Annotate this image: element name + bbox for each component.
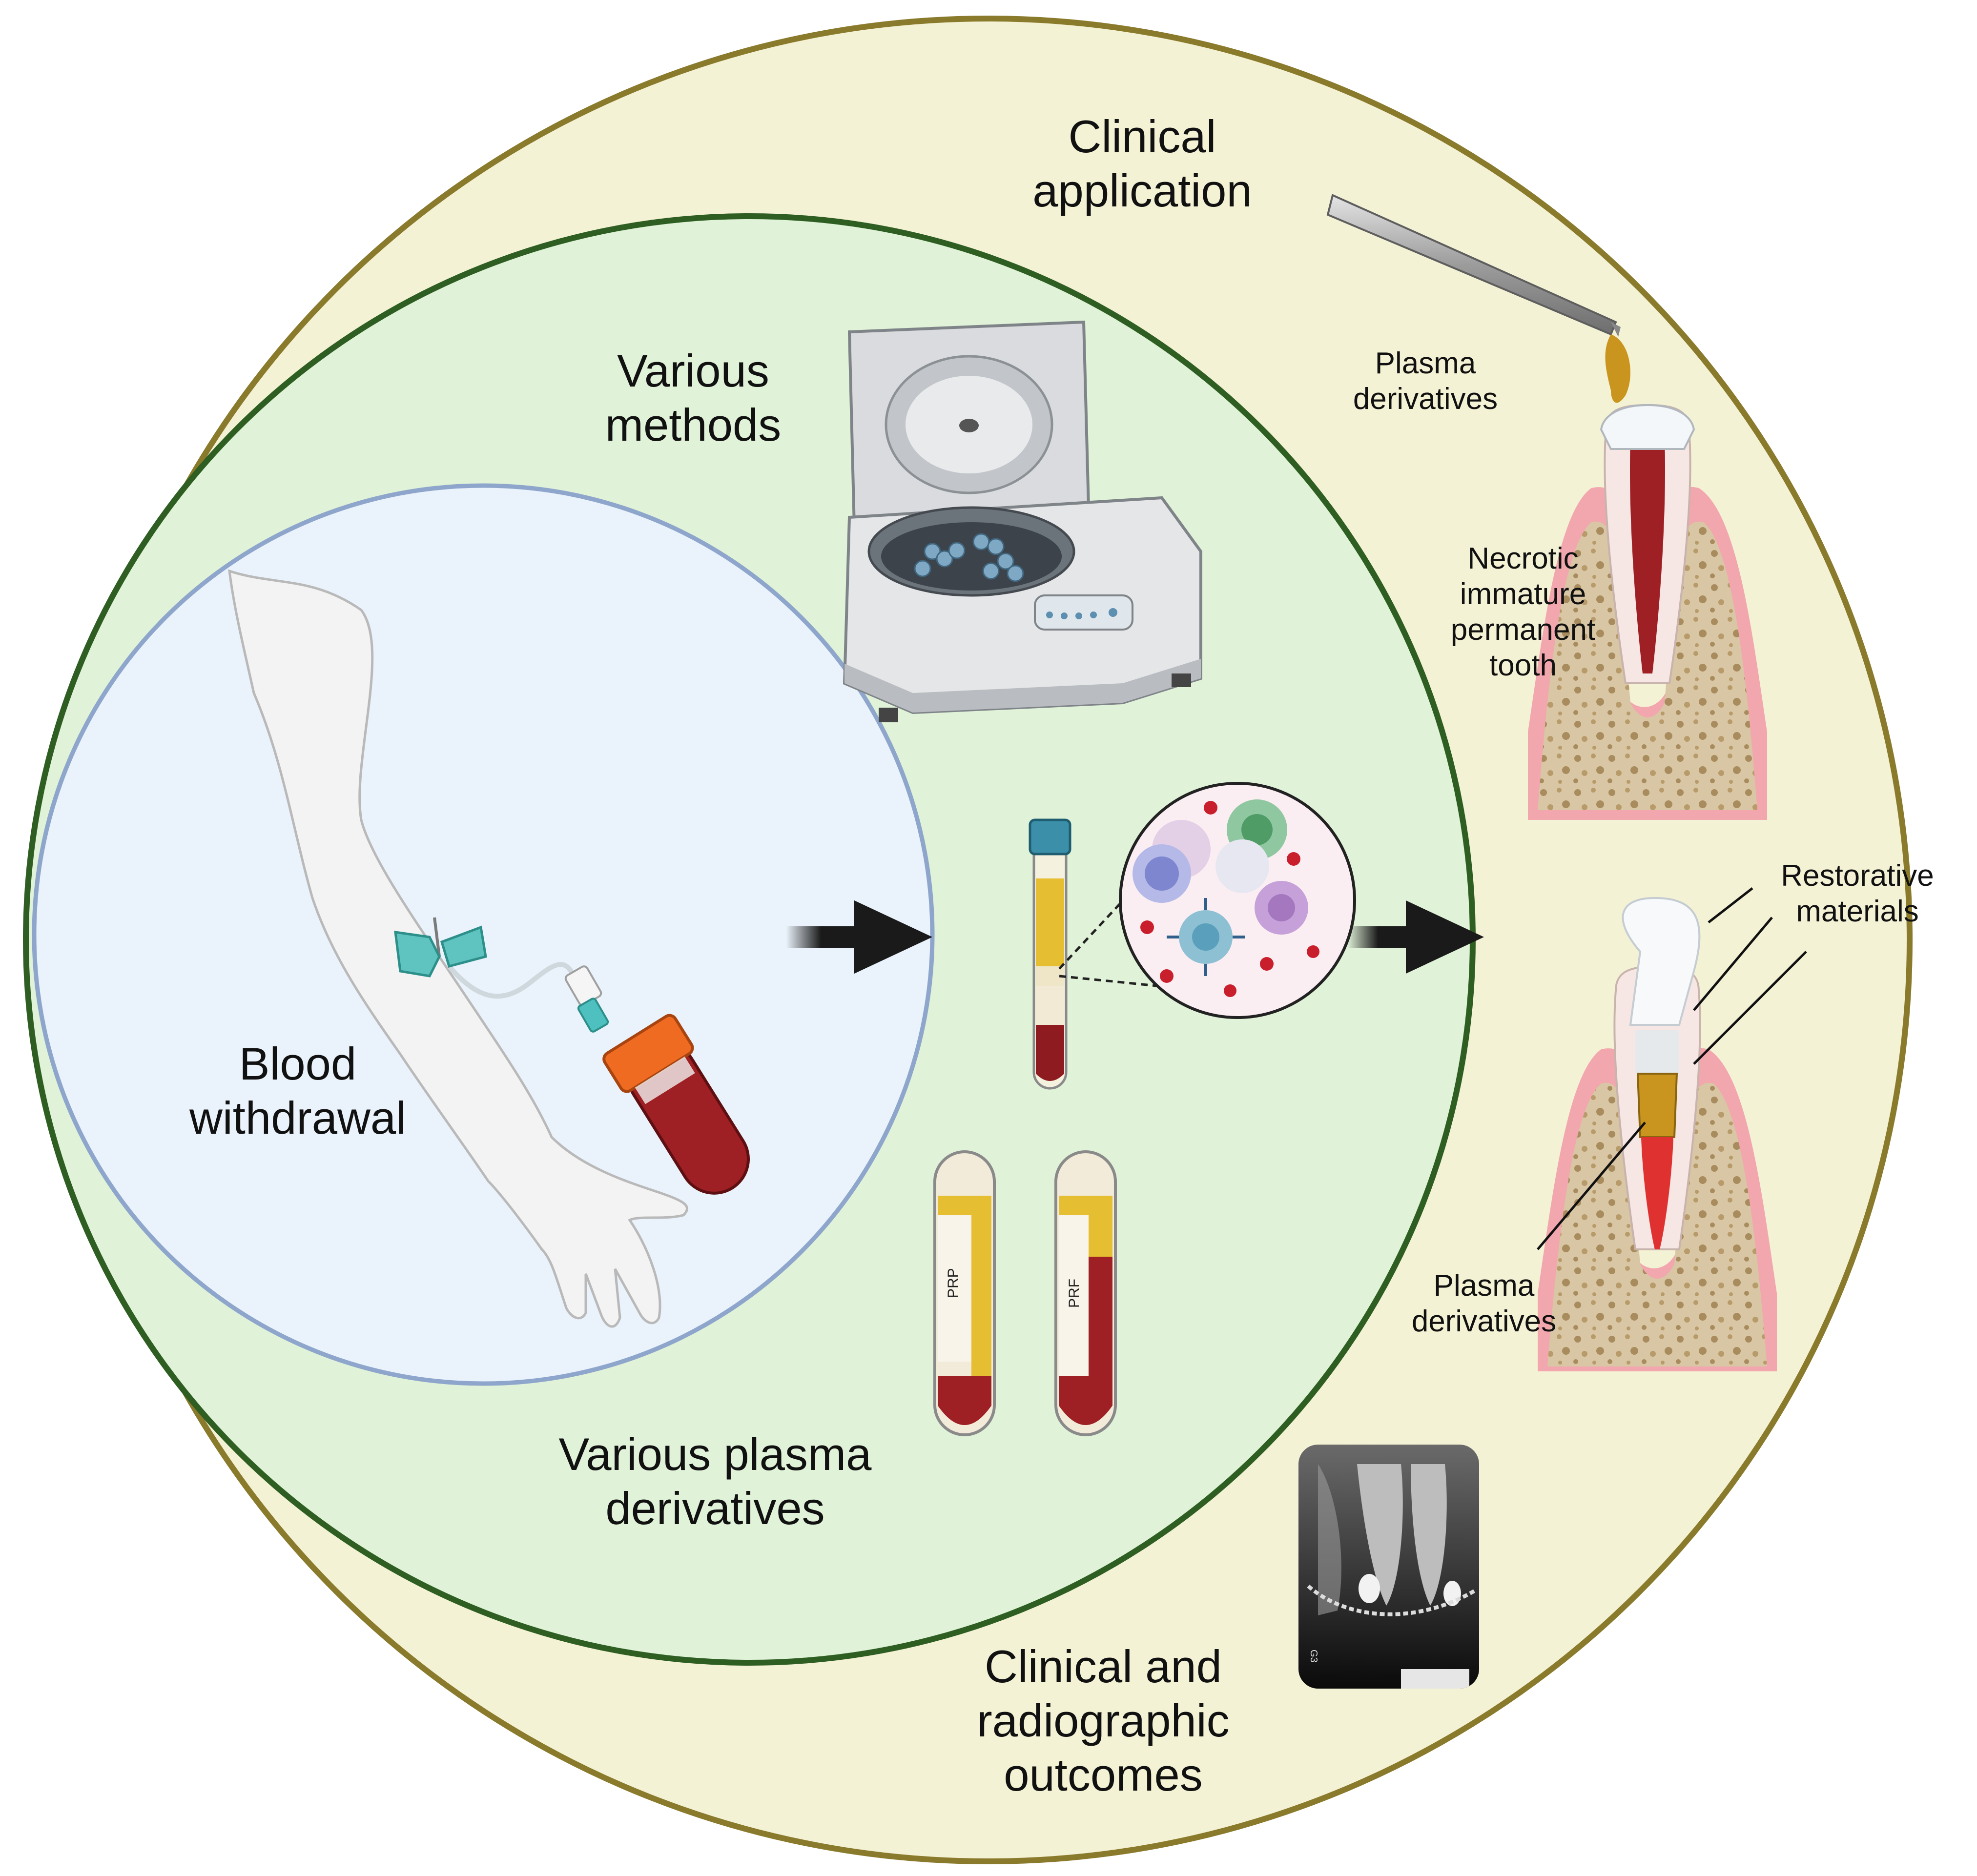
outcomes-label: Clinical and radiographic outcomes xyxy=(932,1640,1274,1802)
various-methods-line-1: Various xyxy=(617,345,769,396)
necrotic-tooth-line-1: Necrotic xyxy=(1467,542,1579,575)
plasma-derivatives-bottom-label: Plasma derivatives xyxy=(1396,1268,1572,1339)
arm-illustration xyxy=(228,569,688,1328)
blood-withdrawal-line-2: withdrawal xyxy=(189,1092,407,1143)
zoom-line-top xyxy=(1058,858,1163,970)
various-plasma-derivatives-line-1: Various plasma xyxy=(558,1428,872,1480)
necrotic-tooth-line-3: permanent xyxy=(1450,613,1596,647)
clinical-application-line-2: application xyxy=(1032,164,1252,216)
prp-label: PRP xyxy=(945,1268,961,1298)
tweezers-icon xyxy=(1326,194,1630,403)
prf-tube: PRF xyxy=(1054,1150,1117,1436)
radiograph-image: G3 xyxy=(1298,1445,1479,1689)
blood-withdrawal-line-1: Blood xyxy=(239,1038,357,1089)
necrotic-tooth xyxy=(1528,404,1767,820)
arrow-right-1 xyxy=(786,900,932,974)
plasma-derivatives-top-line-1: Plasma xyxy=(1375,347,1476,380)
arrow-right-2 xyxy=(1347,900,1484,974)
prp-tube: PRP xyxy=(933,1150,996,1436)
outcomes-line-2: radiographic xyxy=(977,1694,1230,1746)
centrifuge-icon xyxy=(843,320,1202,722)
plasma-derivatives-top-label: Plasma derivatives xyxy=(1338,346,1513,417)
clinical-application-line-1: Clinical xyxy=(1068,111,1216,162)
necrotic-tooth-line-2: immature xyxy=(1460,577,1586,612)
restorative-materials-line-1: Restorative xyxy=(1781,859,1934,893)
separated-blood-tube xyxy=(1029,818,1071,1090)
cell-zoom-circle xyxy=(1119,782,1356,1019)
leader-lines xyxy=(1537,887,1807,1250)
various-plasma-derivatives-line-2: derivatives xyxy=(605,1482,825,1534)
necrotic-tooth-label: Necrotic immature permanent tooth xyxy=(1440,541,1606,684)
blood-withdrawal-label: Blood withdrawal xyxy=(166,1037,430,1145)
various-plasma-derivatives-label: Various plasma derivatives xyxy=(527,1427,903,1536)
xray-marker: G3 xyxy=(1308,1650,1319,1663)
various-methods-line-2: methods xyxy=(605,399,782,450)
outcomes-line-1: Clinical and xyxy=(985,1641,1222,1692)
plasma-derivatives-bottom-line-1: Plasma xyxy=(1433,1269,1535,1303)
clinical-application-label: Clinical application xyxy=(1015,110,1269,218)
various-methods-label: Various methods xyxy=(576,344,810,452)
necrotic-tooth-line-4: tooth xyxy=(1489,649,1557,683)
outcomes-line-3: outcomes xyxy=(1004,1749,1203,1800)
restored-tooth xyxy=(1538,897,1777,1371)
plasma-derivatives-top-line-2: derivatives xyxy=(1353,382,1498,416)
blood-collection-set xyxy=(394,917,750,1195)
prf-label: PRF xyxy=(1066,1279,1082,1308)
restorative-materials-line-2: materials xyxy=(1796,895,1919,929)
plasma-derivatives-bottom-line-2: derivatives xyxy=(1411,1305,1557,1339)
restorative-materials-label: Restorative materials xyxy=(1767,858,1948,929)
